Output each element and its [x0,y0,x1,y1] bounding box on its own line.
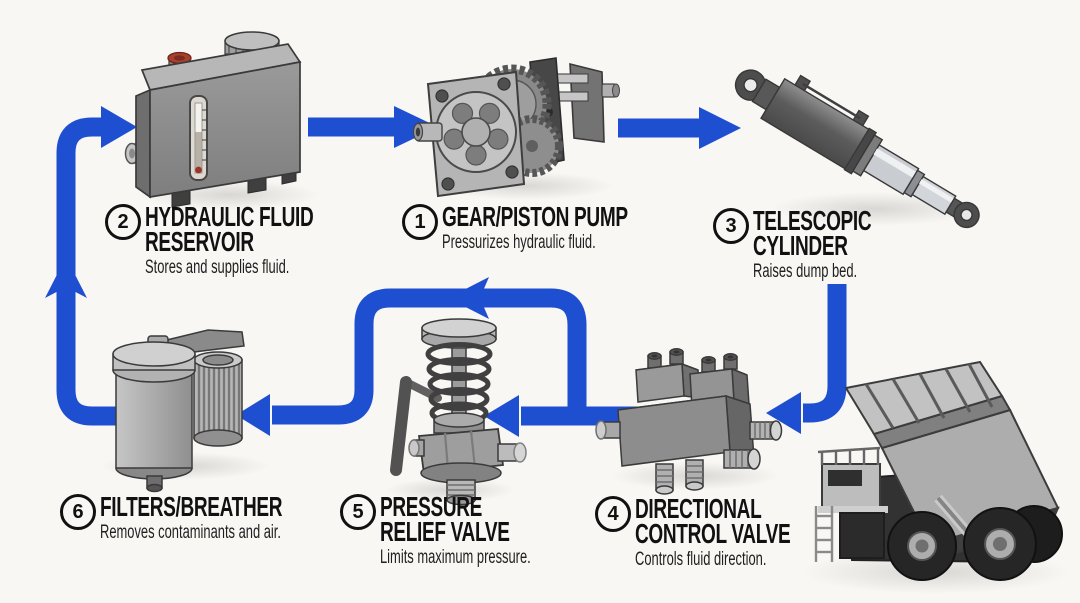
label-directional-control-valve: 4 DIRECTIONAL CONTROL VALVE Controls flu… [595,493,863,570]
step-number-badge: 1 [402,204,438,240]
dump-truck-illustration [814,360,1063,581]
directional-control-valve-illustration [595,348,783,495]
component-title-line: CYLINDER [753,230,848,261]
telescopic-cylinder-illustration [734,69,980,229]
pressure-relief-valve-illustration [390,318,527,506]
component-description: Stores and supplies fluid. [145,257,290,278]
component-title-line: RELIEF VALVE [380,516,510,547]
arrow-filter-to-reservoir [45,106,160,426]
label-gear-piston-pump: 1 GEAR/PISTON PUMP Pressurizes hydraulic… [402,201,715,253]
step-number: 5 [352,500,364,523]
component-title-line: PRESSURE [380,491,483,522]
label-pressure-relief-valve: 5 PRESSURE RELIEF VALVE Limits maximum p… [340,491,602,568]
step-number: 2 [117,210,129,233]
component-description: Pressurizes hydraulic fluid. [442,232,596,253]
component-title-line: CONTROL VALVE [635,518,791,549]
step-number-badge: 6 [60,494,96,530]
hydraulic-fluid-reservoir-illustration [124,31,302,208]
step-number-badge: 3 [713,208,749,244]
arrow-cylinder-to-directional-valve [766,284,847,434]
step-number-badge: 5 [340,494,376,530]
step-number: 6 [72,500,84,523]
component-description: Raises dump bed. [753,261,858,282]
component-title-line: FILTERS/BREATHER [100,491,283,522]
component-title-line: GEAR/PISTON PUMP [442,201,628,232]
step-number-badge: 4 [595,496,631,532]
upward-flow-chevron [45,257,87,298]
component-title-line: HYDRAULIC FLUID [145,201,314,232]
component-title-line: RESERVOIR [145,226,254,257]
label-hydraulic-fluid-reservoir: 2 HYDRAULIC FLUID RESERVOIR Stores and s… [105,201,393,278]
gear-piston-pump-illustration [412,57,620,198]
arrow-relief-loop-to-filter [236,277,587,436]
component-title-line: TELESCOPIC [753,205,872,236]
label-telescopic-cylinder: 3 TELESCOPIC CYLINDER Raises dump bed. [713,205,927,282]
leftward-flow-chevron [448,277,489,319]
step-number: 4 [607,502,619,525]
component-description: Limits maximum pressure. [380,547,531,568]
component-title-line: DIRECTIONAL [635,493,762,524]
component-description: Controls fluid direction. [635,549,767,570]
component-description: Removes contaminants and air. [100,522,281,543]
step-number: 3 [725,214,737,237]
filters-breather-illustration [112,329,245,493]
label-filters-breather: 6 FILTERS/BREATHER Removes contaminants … [60,491,368,543]
step-number: 1 [414,210,426,233]
arrow-pump-to-cylinder [618,107,741,149]
step-number-badge: 2 [105,204,141,240]
